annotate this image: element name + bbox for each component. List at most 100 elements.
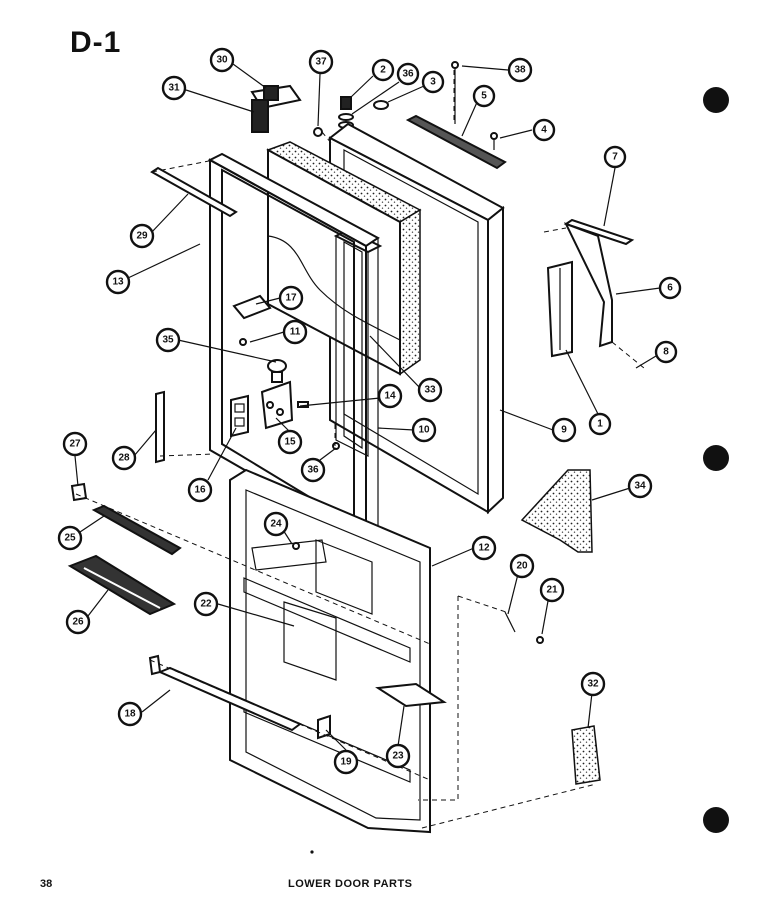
svg-text:36: 36 [307,465,319,476]
inner-small-parts [155,294,340,464]
svg-text:26: 26 [72,617,84,628]
svg-text:22: 22 [200,599,212,610]
page-caption: LOWER DOOR PARTS [288,878,413,890]
svg-text:17: 17 [285,293,297,304]
svg-text:15: 15 [284,437,296,448]
callout-18: 18 [117,701,143,727]
svg-text:37: 37 [315,57,327,68]
svg-text:5: 5 [481,91,487,102]
callout-4: 4 [532,118,556,142]
callout-14: 14 [377,383,403,409]
svg-text:9: 9 [561,425,567,436]
callout-9: 9 [551,417,577,443]
callout-16: 16 [187,477,213,503]
svg-text:30: 30 [216,55,228,66]
svg-text:19: 19 [340,757,352,768]
callout-33: 33 [417,377,443,403]
callout-22: 22 [193,591,219,617]
side-screws [504,611,544,644]
callout-20: 20 [509,553,535,579]
svg-text:29: 29 [136,231,148,242]
stray-dot [310,850,314,854]
bottom-cover-part [571,725,601,785]
callout-11: 11 [282,319,308,345]
callout-12: 12 [471,535,497,561]
mounting-bracket-part [520,469,593,553]
trim-strip-part [150,166,238,218]
svg-text:20: 20 [516,561,528,572]
svg-text:38: 38 [514,65,526,76]
svg-text:13: 13 [112,277,124,288]
callout-21: 21 [539,577,565,603]
svg-text:27: 27 [69,439,81,450]
callout-24: 24 [263,511,289,537]
callout-35: 35 [155,327,181,353]
svg-text:35: 35 [162,335,174,346]
svg-text:8: 8 [663,347,669,358]
svg-text:11: 11 [290,327,301,338]
callout-8: 8 [654,340,678,364]
binder-hole-top [703,87,729,113]
callout-7: 7 [603,145,627,169]
callout-6: 6 [658,276,682,300]
callout-1: 1 [588,412,612,436]
callout-balloons: 30 31 37 2 36 3 38 5 4 29 13 17 11 35 33… [57,47,682,775]
side-brackets-part [546,218,635,358]
bin-parts [67,482,447,740]
callout-17: 17 [278,285,304,311]
svg-text:31: 31 [168,83,180,94]
callout-29: 29 [129,223,155,249]
callout-38: 38 [507,57,533,83]
svg-text:1: 1 [597,419,603,430]
svg-text:33: 33 [424,385,436,396]
svg-text:2: 2 [380,65,386,76]
hinge-plate-part [405,114,507,170]
callout-25: 25 [57,525,83,551]
svg-text:16: 16 [194,485,206,496]
callout-5: 5 [472,84,496,108]
callout-23: 23 [385,743,411,769]
inner-door-liner-part [229,468,431,834]
assembly-guide-lines [75,70,645,829]
svg-text:10: 10 [418,425,430,436]
callout-36-mid: 36 [300,457,326,483]
callout-2: 2 [371,58,395,82]
callout-30: 30 [209,47,235,73]
page-number: 38 [40,878,53,890]
callout-27: 27 [62,431,88,457]
svg-text:28: 28 [118,453,130,464]
svg-text:18: 18 [124,709,136,720]
callout-13: 13 [105,269,131,295]
svg-text:36: 36 [402,69,414,80]
callout-36-top: 36 [396,62,420,86]
svg-text:4: 4 [541,125,547,136]
callout-26: 26 [65,609,91,635]
svg-text:14: 14 [384,391,396,402]
svg-text:6: 6 [667,283,673,294]
binder-hole-middle [703,445,729,471]
callout-32: 32 [580,671,606,697]
callout-3: 3 [421,70,445,94]
callout-34: 34 [627,473,653,499]
callout-31: 31 [161,75,187,101]
callout-10: 10 [411,417,437,443]
diagram-title: D-1 [70,26,122,59]
svg-text:25: 25 [64,533,76,544]
callout-28: 28 [111,445,137,471]
leader-lines [74,63,661,751]
svg-text:32: 32 [587,679,599,690]
callout-15: 15 [277,429,303,455]
svg-text:12: 12 [478,543,490,554]
svg-text:34: 34 [634,481,646,492]
callout-37: 37 [308,49,334,75]
svg-text:23: 23 [392,751,404,762]
svg-text:7: 7 [612,152,618,163]
svg-text:21: 21 [546,585,558,596]
callout-19: 19 [333,749,359,775]
svg-text:3: 3 [430,77,436,88]
hinge-bracket-part [250,84,302,133]
svg-text:24: 24 [270,519,282,530]
binder-hole-bottom [703,807,729,833]
